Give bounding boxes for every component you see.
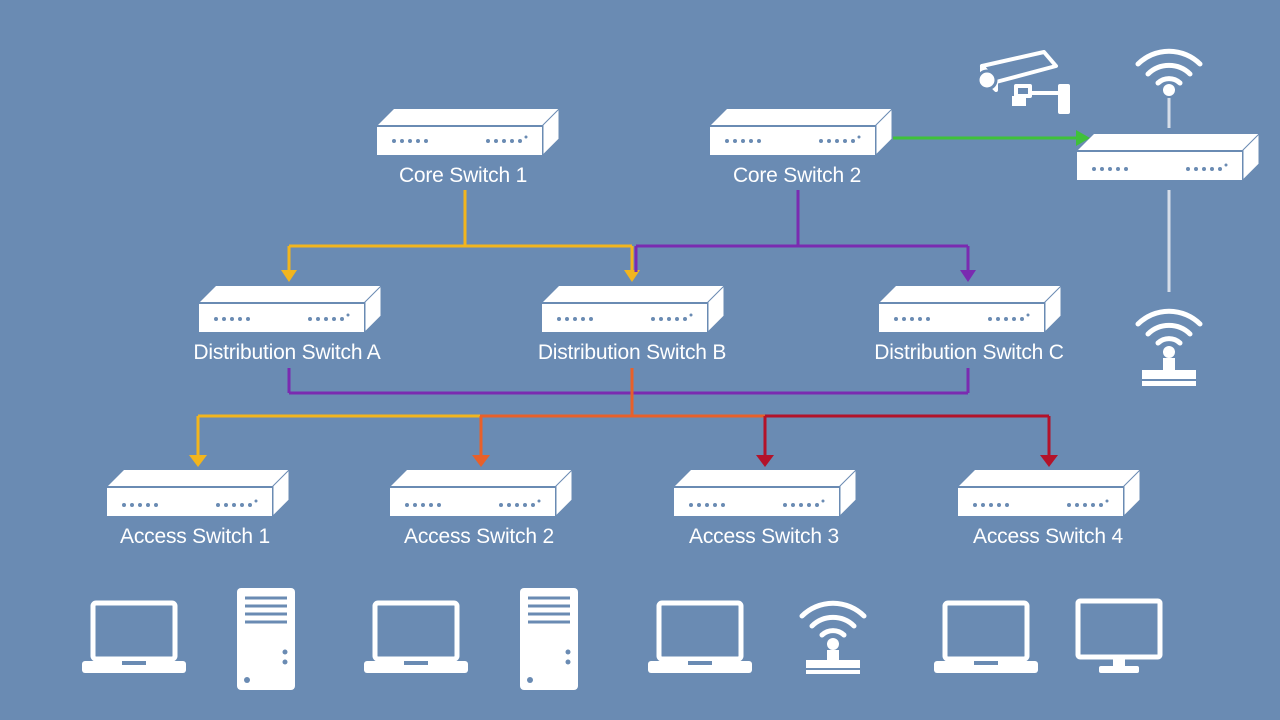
access-switch-3[interactable]	[673, 468, 857, 518]
link-distb-access	[196, 368, 1051, 455]
access-switch-2[interactable]	[389, 468, 573, 518]
arrow-dist-a	[281, 270, 297, 282]
core-switch-2[interactable]	[709, 107, 893, 157]
distribution-switch-a[interactable]	[198, 284, 382, 334]
wireless-access-point-icon[interactable]	[798, 594, 868, 676]
laptop-icon[interactable]	[364, 600, 468, 676]
arrow-access-3	[756, 455, 774, 467]
monitor-icon[interactable]	[1075, 598, 1163, 676]
arrow-access-1	[189, 455, 207, 467]
laptop-icon[interactable]	[82, 600, 186, 676]
access-switch-4[interactable]	[957, 468, 1141, 518]
core-switch-1[interactable]	[376, 107, 560, 157]
switch-icon	[542, 284, 725, 334]
distribution-switch-c[interactable]	[878, 284, 1062, 334]
distribution-switch-a-label: Distribution Switch A	[193, 341, 381, 364]
desktop-tower-icon[interactable]	[520, 588, 578, 690]
link-core2-distribution	[634, 190, 970, 272]
access-switch-2-label: Access Switch 2	[404, 525, 554, 548]
switch-icon	[107, 468, 290, 518]
link-distribution-bus	[287, 368, 970, 395]
arrow-dist-b-yellow	[624, 270, 640, 282]
switch-icon	[879, 284, 1062, 334]
wireless-access-point-icon[interactable]	[1134, 302, 1204, 392]
edge-switch[interactable]	[1076, 132, 1260, 182]
access-switch-4-label: Access Switch 4	[973, 525, 1123, 548]
distribution-switch-c-label: Distribution Switch C	[874, 341, 1064, 364]
arrow-access-4	[1040, 455, 1058, 467]
arrow-edge-switch	[1076, 130, 1090, 146]
arrow-access-2	[472, 455, 490, 467]
access-switch-3-label: Access Switch 3	[689, 525, 839, 548]
laptop-icon[interactable]	[934, 600, 1038, 676]
switch-icon	[674, 468, 857, 518]
distribution-switch-b[interactable]	[541, 284, 725, 334]
laptop-icon[interactable]	[648, 600, 752, 676]
arrow-dist-c	[960, 270, 976, 282]
switch-icon	[390, 468, 573, 518]
wifi-icon	[1134, 42, 1204, 98]
access-switch-1[interactable]	[106, 468, 290, 518]
switch-icon	[958, 468, 1141, 518]
switch-icon	[199, 284, 382, 334]
core-switch-1-label: Core Switch 1	[398, 164, 528, 187]
switch-icon	[710, 107, 893, 157]
link-core1-distribution	[287, 190, 634, 272]
distribution-switch-b-label: Distribution Switch B	[537, 341, 727, 364]
core-switch-2-label: Core Switch 2	[732, 164, 862, 187]
access-switch-1-label: Access Switch 1	[120, 525, 270, 548]
desktop-tower-icon[interactable]	[237, 588, 295, 690]
switch-icon	[1077, 132, 1260, 182]
switch-icon	[377, 107, 560, 157]
security-camera-icon[interactable]	[972, 46, 1072, 116]
